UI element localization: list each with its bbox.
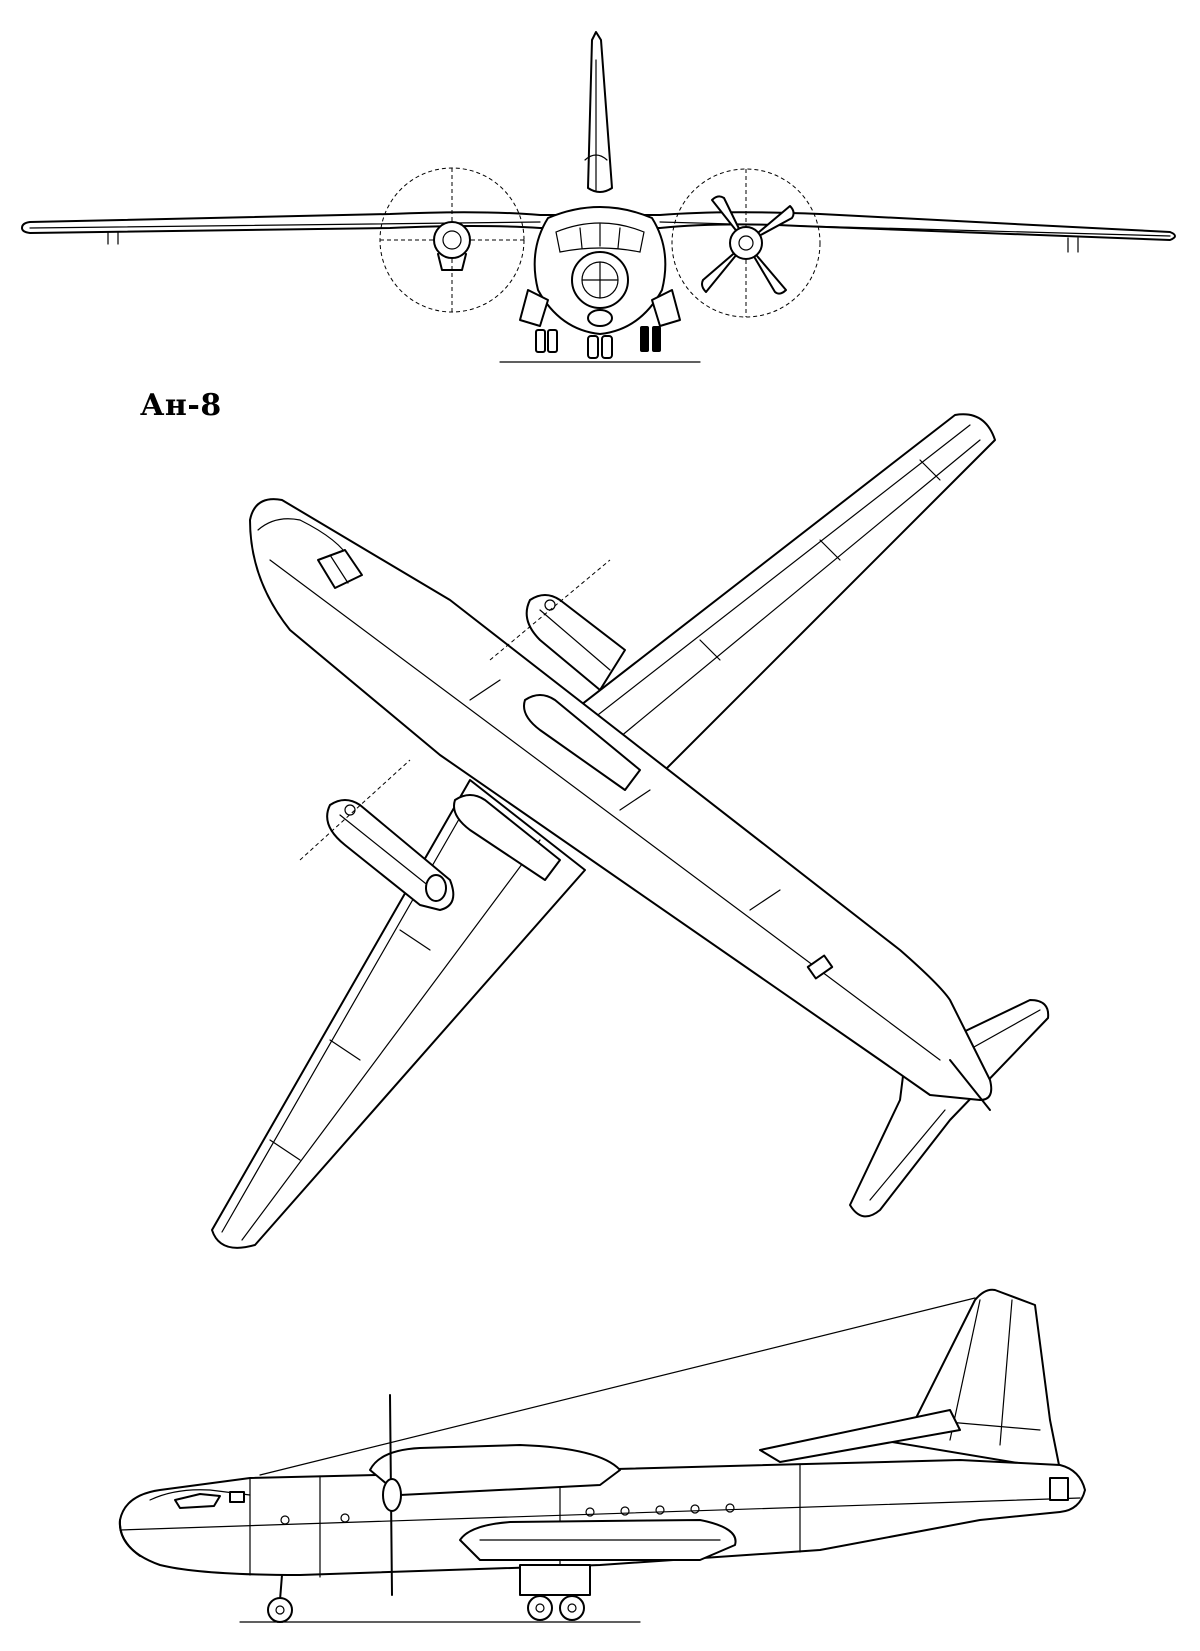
top-wing-left [211,779,586,1249]
top-wing-right [509,413,996,816]
right-engine [729,226,763,260]
nose-wheel-left [587,335,599,359]
front-fin [587,31,613,193]
left-engine [433,221,471,259]
nose-wheel [267,1597,293,1623]
top-view [211,413,1050,1249]
top-stabilizer [849,999,1050,1218]
right-prop-disc [671,168,821,318]
main-wheel-rear [559,1595,585,1621]
top-fuselage [249,498,993,1101]
aircraft-title: Ан-8 [140,388,222,423]
side-fin [879,1288,1061,1471]
main-wheel-front [527,1595,553,1621]
top-nacelle-right [525,594,626,691]
side-view [118,1288,1086,1623]
front-view [21,31,1176,363]
antenna-wire [259,1297,976,1476]
side-nacelle [369,1444,621,1496]
nose-wheel-right [601,335,613,359]
main-gear-fairing [519,1564,591,1596]
side-fuselage [118,1459,1086,1576]
